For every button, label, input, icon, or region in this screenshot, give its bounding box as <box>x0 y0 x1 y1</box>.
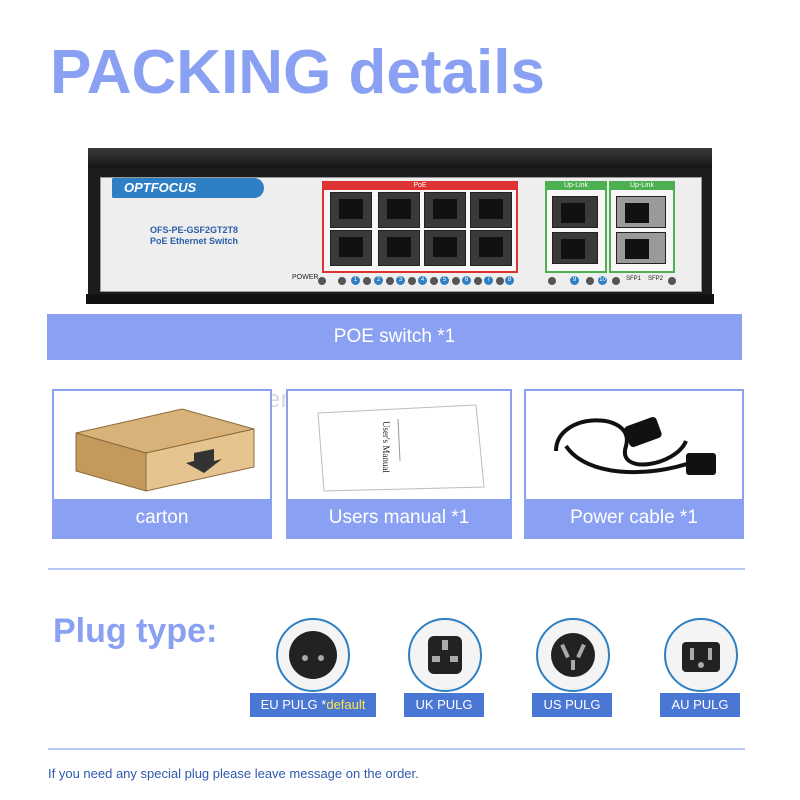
card-label-manual: Users manual *1 <box>288 499 510 537</box>
card-label-power-cable: Power cable *1 <box>526 499 742 537</box>
rj45-port <box>378 230 420 266</box>
rj45-port <box>470 230 512 266</box>
page-title: PACKING details <box>50 38 545 107</box>
rj45-port <box>330 230 372 266</box>
port-led <box>430 277 438 285</box>
user-manual-image: User's Manual <box>317 404 485 492</box>
poe-label: PoE <box>322 181 518 190</box>
carton-box-image <box>75 408 255 492</box>
port-number: 4 <box>418 276 427 285</box>
rj45-port <box>424 192 466 228</box>
plug-label-eu: EU PULG *default <box>250 693 376 717</box>
au-plug-icon <box>664 618 738 692</box>
port-number: 9 <box>570 276 579 285</box>
uk-plug-icon <box>408 618 482 692</box>
port-led <box>408 277 416 285</box>
sfp-port <box>616 196 666 228</box>
rj45-port <box>470 192 512 228</box>
port-number: 1 <box>351 276 360 285</box>
plug-type-title: Plug type: <box>53 612 218 650</box>
power-cable-card: Power cable *1 <box>524 389 744 539</box>
manual-text: User's Manual <box>381 421 391 473</box>
rj45-port <box>552 196 598 228</box>
switch-model: OFS-PE-GSF2GT2T8 PoE Ethernet Switch <box>150 225 239 246</box>
port-number: 8 <box>505 276 514 285</box>
port-led <box>363 277 371 285</box>
port-number: 5 <box>440 276 449 285</box>
rj45-port <box>378 192 420 228</box>
manual-card: User's Manual Users manual *1 <box>286 389 512 539</box>
plug-label-us: US PULG <box>532 693 612 717</box>
poe-switch-label: POE switch *1 <box>47 314 742 360</box>
rj45-port <box>330 192 372 228</box>
rj45-port <box>552 232 598 264</box>
port-led <box>586 277 594 285</box>
us-plug-icon <box>536 618 610 692</box>
port-led <box>452 277 460 285</box>
port-led <box>338 277 346 285</box>
sfp2-label: SFP2 <box>648 276 664 282</box>
power-cable-image <box>554 416 716 475</box>
sfp1-label: SFP1 <box>626 276 642 282</box>
port-led <box>548 277 556 285</box>
port-led <box>386 277 394 285</box>
port-led <box>474 277 482 285</box>
port-number: 10 <box>598 276 607 285</box>
uplink-label-2: Up-Link <box>609 181 675 190</box>
eu-plug-icon <box>276 618 350 692</box>
divider <box>48 568 745 570</box>
plug-label-au: AU PULG <box>660 693 740 717</box>
carton-card: carton <box>52 389 272 539</box>
plug-label-uk: UK PULG <box>404 693 484 717</box>
rj45-port <box>424 230 466 266</box>
port-number: 7 <box>484 276 493 285</box>
port-led <box>612 277 620 285</box>
port-number: 3 <box>396 276 405 285</box>
sfp-port <box>616 232 666 264</box>
power-label: POWER <box>292 274 319 281</box>
sfp-led <box>668 277 676 285</box>
port-number: 6 <box>462 276 471 285</box>
brand-logo: OPTFOCUS <box>112 178 264 198</box>
card-label-carton: carton <box>54 499 270 537</box>
port-number: 2 <box>374 276 383 285</box>
port-led <box>496 277 504 285</box>
power-led <box>318 277 326 285</box>
uplink-label-1: Up-Link <box>545 181 607 190</box>
divider <box>48 748 745 750</box>
plug-note: If you need any special plug please leav… <box>48 766 419 781</box>
